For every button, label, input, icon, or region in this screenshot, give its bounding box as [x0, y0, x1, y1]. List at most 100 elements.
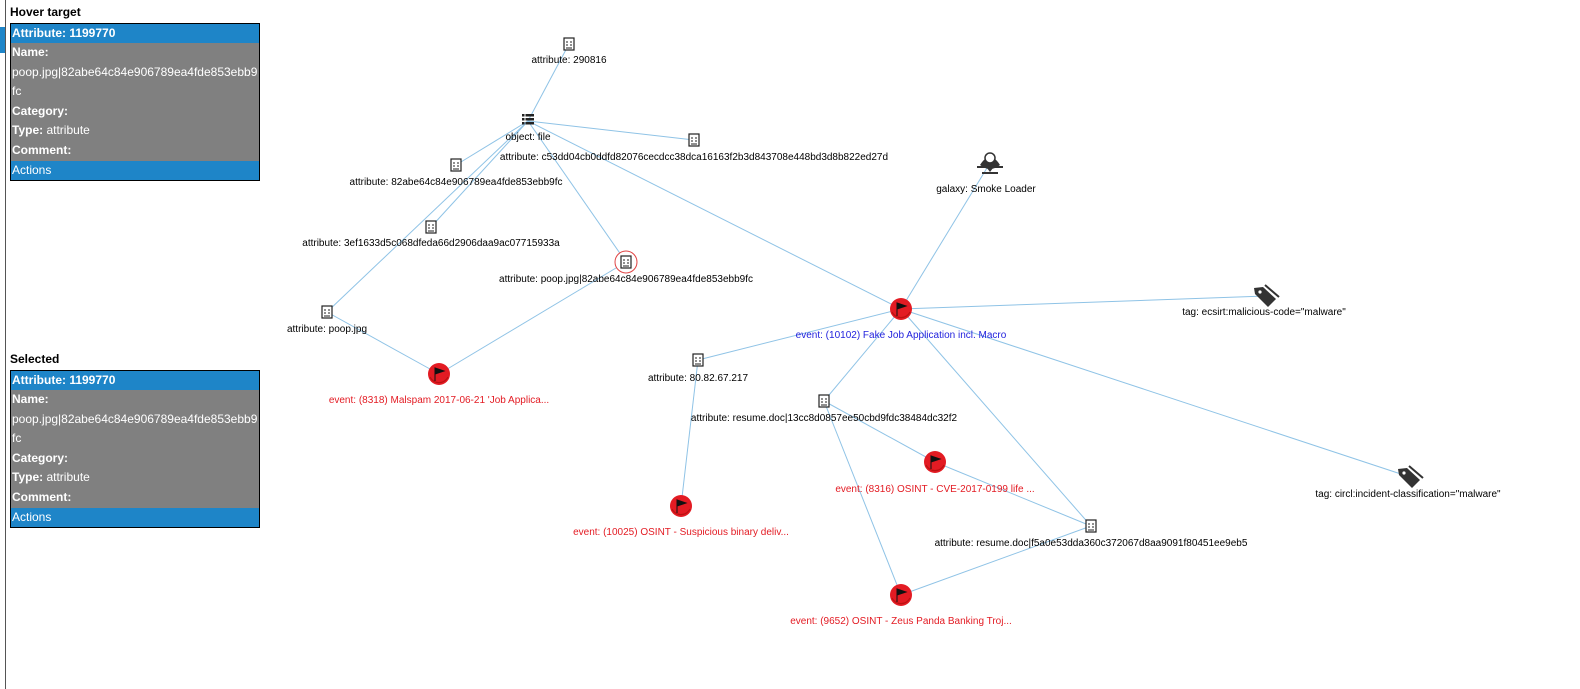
graph-node-label: attribute: poop.jpg — [287, 324, 367, 335]
hover-type-row: Type: attribute — [11, 121, 259, 141]
graph-edge — [823, 400, 936, 463]
event-icon — [670, 495, 692, 517]
graph-node-label: attribute: 80.82.67.217 — [648, 373, 749, 384]
attribute-icon — [425, 220, 437, 234]
hover-name-value: poop.jpg|82abe64c84e906789ea4fde853ebb9f… — [12, 64, 258, 99]
graph-edge — [527, 120, 627, 263]
graph-edge — [823, 308, 902, 402]
graph-edge — [900, 162, 991, 310]
graph-node-event[interactable]: event: (10025) OSINT - Suspicious binary… — [573, 495, 789, 538]
hover-category-row: Category: — [11, 102, 259, 122]
graph-node-label: tag: ecsirt:malicious-code="malware" — [1182, 307, 1346, 318]
graph-node-event[interactable]: event: (8318) Malspam 2017-06-21 'Job Ap… — [329, 363, 549, 406]
selected-actions-button[interactable]: Actions — [11, 507, 259, 527]
graph-node-attribute[interactable]: attribute: poop.jpg|82abe64c84e906789ea4… — [499, 250, 753, 285]
graph-nodes: attribute: 290816 object: file attribute: … — [287, 37, 1501, 627]
hover-category-label: Category: — [12, 103, 69, 118]
graph-node-label: attribute: resume.doc|f5a0e53dda360c3720… — [935, 538, 1248, 549]
graph-node-galaxy[interactable]: galaxy: Smoke Loader — [936, 152, 1036, 195]
object-icon — [522, 114, 534, 125]
left-sidebar-rule — [5, 0, 6, 689]
selected-name-row: Name:poop.jpg|82abe64c84e906789ea4fde853… — [11, 390, 259, 449]
graph-node-label: event: (10025) OSINT - Suspicious binary… — [573, 527, 789, 538]
selected-type-row: Type: attribute — [11, 468, 259, 488]
graph-node-attribute[interactable]: attribute: 3ef1633d5c068dfeda66d2906daa9… — [302, 220, 560, 249]
graph-edge — [527, 120, 902, 310]
graph-edge — [680, 359, 699, 507]
event-icon — [890, 584, 912, 606]
graph-node-label: tag: circl:incident-classification="malw… — [1315, 489, 1501, 500]
graph-node-label: attribute: 290816 — [531, 55, 606, 66]
graph-edge — [697, 308, 902, 361]
graph-node-tag[interactable]: tag: ecsirt:malicious-code="malware" — [1182, 284, 1346, 318]
hover-target-title: Hover target — [10, 5, 81, 19]
hover-target-panel: Attribute: 1199770 Name:poop.jpg|82abe64… — [10, 23, 260, 181]
attribute-icon — [321, 305, 333, 319]
graph-node-label: object: file — [505, 132, 550, 143]
graph-edge — [326, 311, 440, 375]
graph-node-label: event: (8316) OSINT - CVE-2017-0199 life… — [835, 484, 1034, 495]
graph-edge — [900, 308, 1092, 527]
event-icon — [890, 298, 912, 320]
graph-node-attribute[interactable]: attribute: 82abe64c84e906789ea4fde853ebb… — [350, 158, 563, 188]
attribute-icon — [614, 250, 638, 274]
graph-edge — [527, 43, 570, 122]
tag-icon — [1254, 284, 1280, 307]
selected-category-row: Category: — [11, 449, 259, 469]
hover-comment-row: Comment: — [11, 141, 259, 161]
graph-node-label: event: (10102) Fake Job Application incl… — [796, 330, 1007, 341]
graph-edge — [823, 400, 902, 596]
tag-icon — [1398, 465, 1424, 488]
graph-node-label: attribute: c53dd04cb0ddfd82076cecdcc38dc… — [500, 152, 888, 163]
graph-node-event[interactable]: event: (8316) OSINT - CVE-2017-0199 life… — [835, 451, 1035, 495]
graph-edge — [900, 308, 1411, 478]
galaxy-icon — [977, 152, 1003, 174]
left-accent-marker — [0, 27, 5, 53]
graph-node-event[interactable]: event: (10102) Fake Job Application incl… — [796, 298, 1007, 341]
selected-panel-header: Attribute: 1199770 — [11, 371, 259, 390]
attribute-icon — [450, 158, 462, 172]
attribute-icon — [563, 37, 575, 51]
graph-edge — [900, 525, 1092, 596]
graph-edge — [934, 461, 1092, 527]
selected-category-label: Category: — [12, 450, 69, 465]
graph-edges — [326, 43, 1411, 596]
attribute-icon — [688, 133, 700, 147]
hover-name-row: Name: poop.jpg|82abe64c84e906789ea4fde853… — [11, 43, 259, 102]
attribute-icon — [1085, 519, 1097, 533]
attribute-icon — [818, 394, 830, 408]
graph-node-label: attribute: resume.doc|13cc8d0857ee50cbd9… — [691, 413, 958, 424]
selected-type-value: attribute — [46, 470, 90, 485]
hover-type-label: Type: — [12, 123, 44, 138]
graph-node-attribute[interactable]: attribute: poop.jpg — [287, 305, 367, 335]
hover-name-label: Name: — [12, 45, 49, 59]
graph-node-attribute[interactable]: attribute: resume.doc|f5a0e53dda360c3720… — [935, 519, 1248, 549]
graph-edge — [527, 120, 695, 141]
graph-node-attribute[interactable]: attribute: 290816 — [531, 37, 607, 66]
event-icon — [924, 451, 946, 473]
graph-node-label: event: (9652) OSINT - Zeus Panda Banking… — [790, 616, 1012, 627]
graph-node-attribute[interactable]: attribute: c53dd04cb0ddfd82076cecdcc38dc… — [500, 133, 888, 163]
graph-edge — [326, 120, 529, 313]
graph-node-tag[interactable]: tag: circl:incident-classification="malw… — [1315, 465, 1501, 500]
graph-node-event[interactable]: event: (9652) OSINT - Zeus Panda Banking… — [790, 584, 1012, 627]
graph-node-label: galaxy: Smoke Loader — [936, 184, 1036, 195]
graph-edge — [430, 120, 529, 228]
graph-node-label: attribute: poop.jpg|82abe64c84e906789ea4… — [499, 274, 753, 285]
selected-title: Selected — [10, 352, 60, 366]
selected-name-value: poop.jpg|82abe64c84e906789ea4fde853ebb9f… — [12, 411, 258, 446]
selected-comment-row: Comment: — [11, 488, 259, 508]
graph-edge — [455, 120, 529, 166]
selected-type-label: Type: — [12, 470, 44, 485]
attribute-icon — [692, 353, 704, 367]
graph-node-attribute[interactable]: attribute: resume.doc|13cc8d0857ee50cbd9… — [691, 394, 958, 424]
hover-actions-button[interactable]: Actions — [11, 160, 259, 180]
graph-edge — [438, 261, 627, 375]
graph-node-label: attribute: 82abe64c84e906789ea4fde853ebb… — [350, 177, 563, 188]
graph-node-label: attribute: 3ef1633d5c068dfeda66d2906daa9… — [302, 238, 560, 249]
selected-comment-label: Comment: — [12, 489, 72, 504]
selected-panel: Attribute: 1199770 Name:poop.jpg|82abe64… — [10, 370, 260, 528]
graph-node-attribute[interactable]: attribute: 80.82.67.217 — [648, 353, 749, 384]
graph-node-object[interactable]: object: file — [505, 114, 551, 143]
